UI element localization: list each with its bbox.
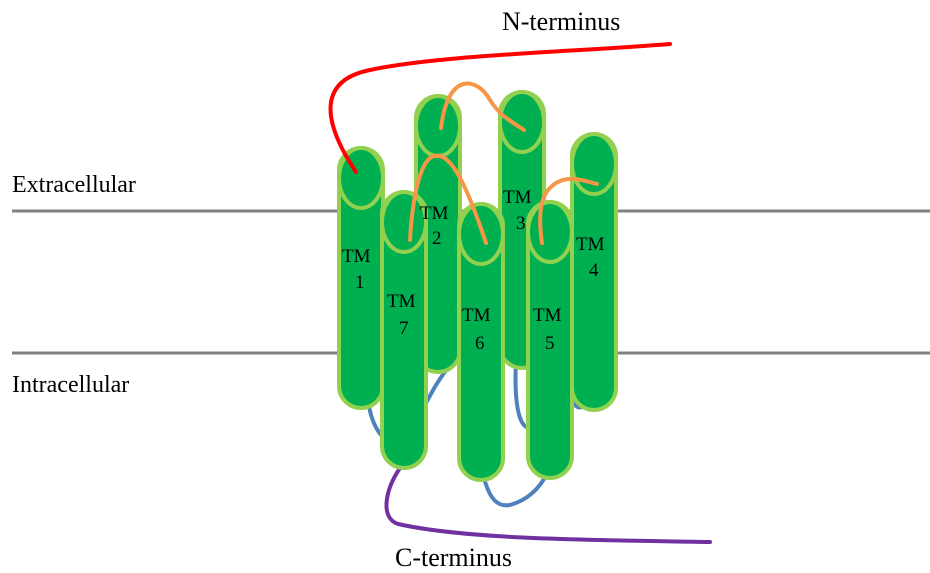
tm3-label-line1: TM bbox=[503, 187, 532, 208]
tm2-label-line2: 2 bbox=[432, 228, 442, 249]
intracellular-label: Intracellular bbox=[12, 372, 129, 398]
extracellular-label: Extracellular bbox=[12, 172, 136, 198]
tm6-label-line1: TM bbox=[462, 305, 491, 326]
tm4-label-line2: 4 bbox=[589, 260, 599, 281]
tm3-label-line2: 3 bbox=[516, 213, 526, 234]
tm7-label-line2: 7 bbox=[399, 318, 409, 339]
tm4-label-line1: TM bbox=[576, 234, 605, 255]
c-terminus-label: C-terminus bbox=[395, 543, 512, 572]
tm5-label-line2: 5 bbox=[545, 333, 555, 354]
tm5-label-line1: TM bbox=[533, 305, 562, 326]
tm2-label-line1: TM bbox=[420, 203, 449, 224]
tm6-label-line2: 6 bbox=[475, 333, 485, 354]
tm1-label-line2: 1 bbox=[355, 272, 365, 293]
tm1-label-line1: TM bbox=[342, 246, 371, 267]
tm7-label-line1: TM bbox=[387, 291, 416, 312]
n-terminus-label: N-terminus bbox=[502, 7, 620, 36]
